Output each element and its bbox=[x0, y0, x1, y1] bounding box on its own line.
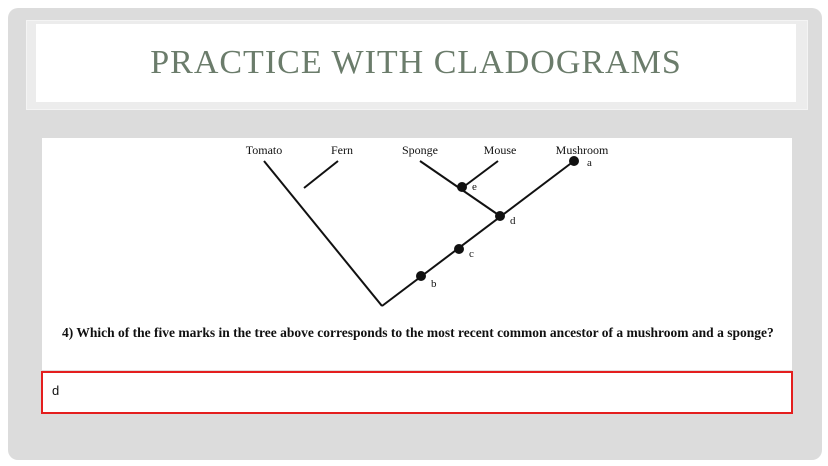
answer-input[interactable]: d bbox=[41, 371, 793, 414]
cladogram-diagram: a b c d e Tomato Fern Sponge Mouse Mushr… bbox=[246, 143, 609, 307]
taxon-label-sponge: Sponge bbox=[402, 143, 438, 157]
branch-root-tomato bbox=[263, 160, 383, 307]
branch-mouse bbox=[461, 160, 499, 189]
taxon-label-mushroom: Mushroom bbox=[556, 143, 609, 157]
node-mark-e bbox=[457, 182, 467, 192]
node-mark-a bbox=[569, 156, 579, 166]
node-label-e: e bbox=[472, 181, 477, 193]
node-mark-c bbox=[454, 244, 464, 254]
node-mark-d bbox=[495, 211, 505, 221]
node-label-c: c bbox=[469, 248, 474, 260]
node-label-b: b bbox=[431, 278, 437, 290]
question-text: 4) Which of the five marks in the tree a… bbox=[62, 325, 774, 340]
answer-value: d bbox=[52, 383, 60, 398]
branch-fern bbox=[303, 160, 339, 189]
node-mark-b bbox=[416, 271, 426, 281]
slide-title: PRACTICE WITH CLADOGRAMS bbox=[150, 44, 682, 81]
taxon-label-tomato: Tomato bbox=[246, 143, 283, 157]
branch-b-mushroom bbox=[381, 160, 575, 307]
node-label-d: d bbox=[510, 215, 516, 227]
title-panel: PRACTICE WITH CLADOGRAMS bbox=[36, 24, 796, 102]
taxon-label-fern: Fern bbox=[331, 143, 353, 157]
node-label-a: a bbox=[587, 157, 592, 169]
taxon-label-mouse: Mouse bbox=[484, 143, 517, 157]
question-card: a b c d e Tomato Fern Sponge Mouse Mushr… bbox=[42, 138, 792, 370]
